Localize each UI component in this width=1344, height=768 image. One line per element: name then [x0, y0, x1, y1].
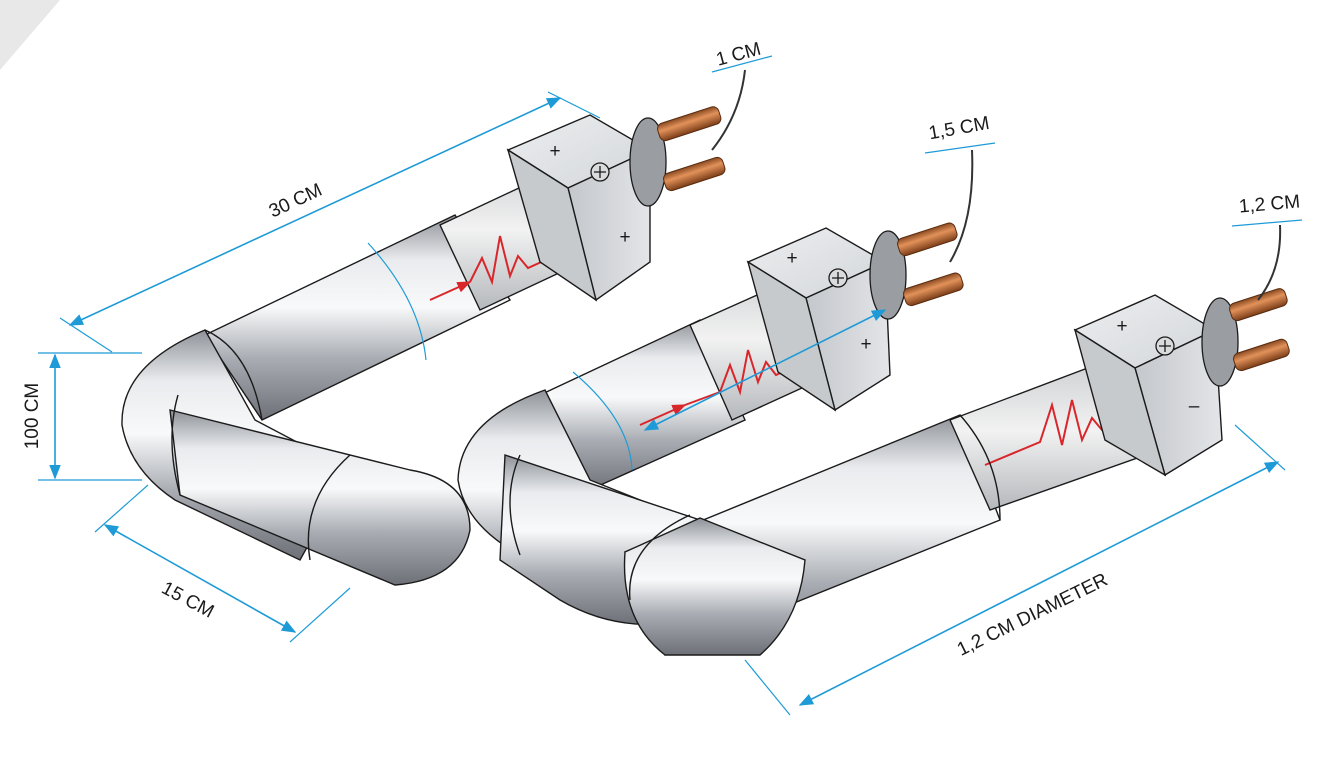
heater-2-callout-line: [924, 142, 996, 154]
dim-length-label: 30 CM: [266, 180, 326, 223]
heater-1-callout: 1 CM: [714, 39, 763, 71]
dim-length-ext-2: [547, 91, 601, 119]
heater-2-stud-bottom: [903, 272, 964, 307]
heater-1-wire: [711, 69, 746, 151]
dim-width-ext-1: [94, 484, 149, 533]
heater-2-wire: [949, 149, 974, 263]
heater-2-joint-1: [509, 454, 521, 556]
dim-height-label: 100 CM: [22, 383, 43, 450]
heater-1-joint-1: [171, 394, 181, 496]
heater-1-joint-3: [204, 329, 263, 421]
heater-2-flange: [869, 230, 907, 320]
heater-3-top-symbol: +: [1116, 316, 1127, 337]
heater-1-screw-slot: [594, 166, 606, 178]
heater-2-top-symbol: +: [786, 248, 797, 269]
heater-3-heating-coil: [984, 399, 1141, 466]
dim-diameter-ext-1: [744, 659, 791, 716]
heater-2-stud-top: [897, 222, 958, 257]
dim-width-line: [103, 524, 297, 633]
heater-3-callout-line: [1231, 219, 1303, 227]
heater-3-callout: 1,2 CM: [1238, 191, 1301, 217]
heater-1-stud-top: [657, 106, 722, 142]
heater-1-stud-bottom: [663, 156, 726, 192]
heater-1-lower-tube: [169, 409, 471, 586]
heater-3-stud-bottom: [1233, 338, 1290, 372]
heater-1-side-symbol: +: [619, 227, 630, 248]
heater-1-joint-2: [307, 454, 351, 561]
dim-length-line: [68, 97, 562, 326]
dim-length-ext-1: [59, 317, 113, 353]
dim-diameter-ext-2: [1234, 424, 1286, 471]
corner-shadow: [0, 0, 60, 70]
heater-3-stud-top: [1229, 288, 1288, 322]
heater-1-top-symbol: +: [549, 141, 560, 162]
heater-3-joint-1: [628, 514, 691, 601]
heater-3-wire: [1257, 224, 1282, 301]
heater-2-section-line: [572, 371, 633, 471]
heater-2-side-symbol: +: [860, 334, 871, 355]
heater-3-flange: [1201, 297, 1239, 387]
heater-1-callout-line: [711, 55, 773, 73]
heater-2-screw-slot: [832, 272, 844, 284]
dim-width-ext-2: [289, 587, 351, 643]
heater-1: + + 1 CM: [121, 39, 773, 586]
heater-3-side-symbol: –: [1189, 396, 1200, 417]
dim-diameter-line: [798, 461, 1280, 706]
heater-3-screw-slot: [1159, 340, 1171, 352]
dim-width-label: 15 CM: [158, 578, 217, 623]
heater-2-callout: 1,5 CM: [927, 113, 991, 144]
dim-inner-line: [643, 309, 887, 431]
heater-1-flange: [629, 117, 667, 207]
